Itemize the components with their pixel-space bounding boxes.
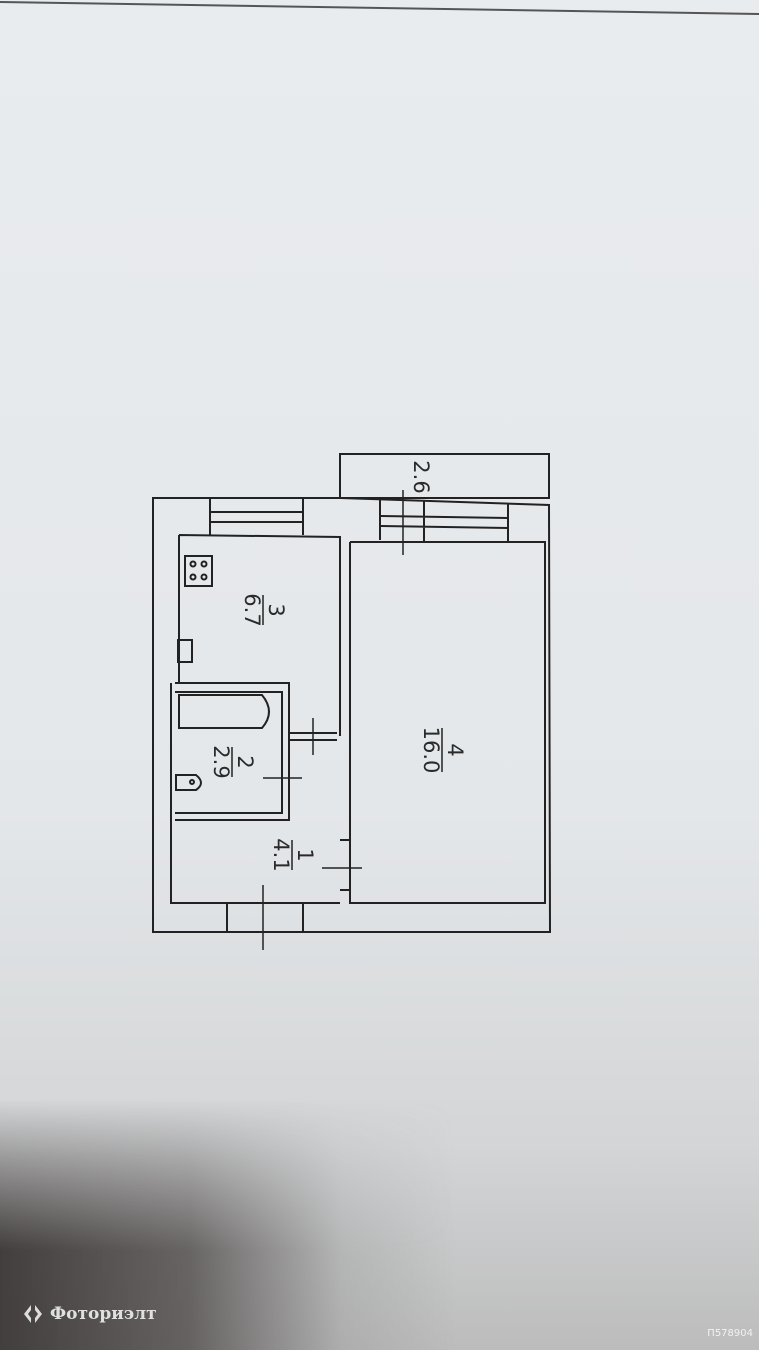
page-edge [0,1,759,15]
room-label-4: 4 16.0 [419,727,467,774]
svg-text:1: 1 [293,848,317,861]
balcony [339,453,550,499]
toilet [175,774,202,791]
room-label-1: 1 4.1 [269,838,317,871]
photo-shadow [0,1100,759,1350]
room-window [379,500,509,542]
bathtub [178,694,270,729]
brand-diamond-icon [24,1305,42,1323]
balcony-label: 2.6 [409,460,433,493]
stove [184,555,213,587]
svg-text:4: 4 [443,743,467,756]
svg-text:2.6: 2.6 [409,460,433,493]
listing-code: П578904 [707,1328,753,1339]
room-wall [349,541,546,904]
kitchen-window [209,498,304,535]
bathroom-wall [175,682,290,821]
svg-text:16.0: 16.0 [419,727,443,774]
room-label-2: 2 2.9 [209,745,257,778]
entrance-door [226,903,304,932]
sink [177,639,193,663]
room-label-3: 3 6.7 [240,593,288,626]
svg-text:6.7: 6.7 [240,593,264,626]
svg-text:2.9: 2.9 [209,745,233,778]
watermark-logo: Фоториэлт [22,1303,157,1325]
svg-text:2: 2 [233,755,257,768]
room-door [340,839,350,891]
outer-wall [152,497,552,933]
brand-name: Фоториэлт [50,1304,157,1324]
svg-text:4.1: 4.1 [269,838,293,871]
svg-text:3: 3 [264,603,288,616]
